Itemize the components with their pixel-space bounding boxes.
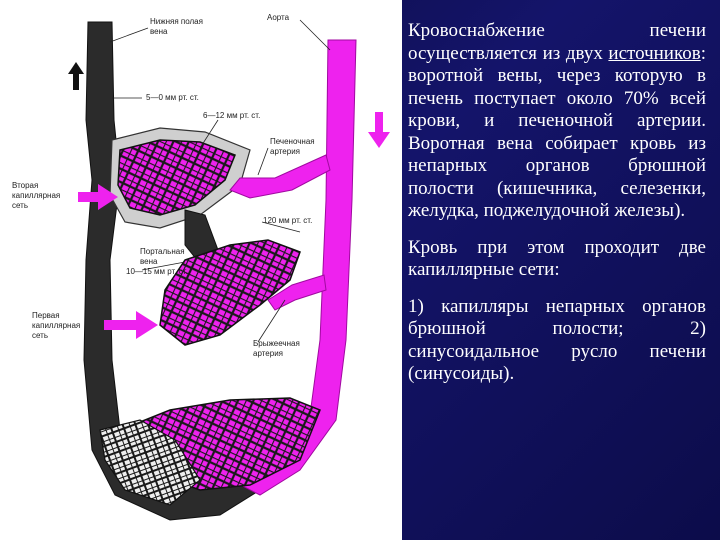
p1-underlined: источников	[608, 42, 701, 64]
arrow-right-icon-upper	[78, 184, 118, 210]
label-second-network-line1: Вторая	[12, 181, 38, 190]
paragraph-blood-supply: Кровоснабжение печени осуществляется из …	[408, 20, 706, 223]
label-portal-vein-line2: вена	[140, 257, 158, 266]
label-first-network-line2: капиллярная	[32, 321, 80, 330]
p1-part2: : воротной вены, через которую в печень …	[408, 42, 706, 222]
mesenteric-artery-vessel	[267, 274, 327, 311]
hepatic-artery-vessel	[229, 154, 331, 199]
label-ivc-line2: вена	[150, 27, 168, 36]
label-hepatic-artery-line2: артерия	[270, 147, 300, 156]
label-portal-vein-line1: Портальная	[140, 247, 185, 256]
label-mesenteric-artery-line2: артерия	[253, 349, 283, 358]
label-portal-vein-line3: 10—15 мм рт. ст.	[126, 267, 188, 276]
label-pressure-liver: 6—12 мм рт. ст.	[203, 111, 260, 120]
leader-lines	[109, 19, 331, 343]
label-aorta: Аорта	[267, 13, 290, 22]
p1-part1: Кровоснабжение печени осуществляется из …	[408, 20, 706, 64]
blood-supply-diagram: Нижняя полая вена Аорта 5—0 мм рт. ст. 6…	[12, 13, 390, 521]
lower-vein-network	[99, 419, 201, 506]
intestinal-capillary-network	[159, 239, 301, 346]
label-second-network-line2: капиллярная	[12, 191, 60, 200]
arrow-up-icon	[68, 62, 84, 90]
label-hepatic-artery-line1: Печеночная	[270, 137, 315, 146]
label-ivc-line1: Нижняя полая	[150, 17, 203, 26]
arrow-right-icon-lower	[104, 311, 158, 339]
aorta-vessel	[234, 39, 357, 496]
label-pressure-ivc: 5—0 мм рт. ст.	[146, 93, 199, 102]
label-mesenteric-artery-line1: Брыжеечная	[253, 339, 300, 348]
text-panel: Кровоснабжение печени осуществляется из …	[408, 20, 706, 386]
paragraph-two-networks: Кровь при этом проходит две капиллярные …	[408, 236, 706, 281]
label-pressure-artery: 120 мм рт. ст.	[263, 216, 312, 225]
label-first-network-line3: сеть	[32, 331, 48, 340]
label-second-network-line3: сеть	[12, 201, 28, 210]
liver-sinusoid-network	[117, 139, 236, 216]
paragraph-network-list: 1) капилляры непарных органов брюшной по…	[408, 295, 706, 385]
diagram-svg: Нижняя полая вена Аорта 5—0 мм рт. ст. 6…	[12, 13, 390, 521]
label-first-network-line1: Первая	[32, 311, 60, 320]
arrow-down-icon	[368, 112, 390, 148]
